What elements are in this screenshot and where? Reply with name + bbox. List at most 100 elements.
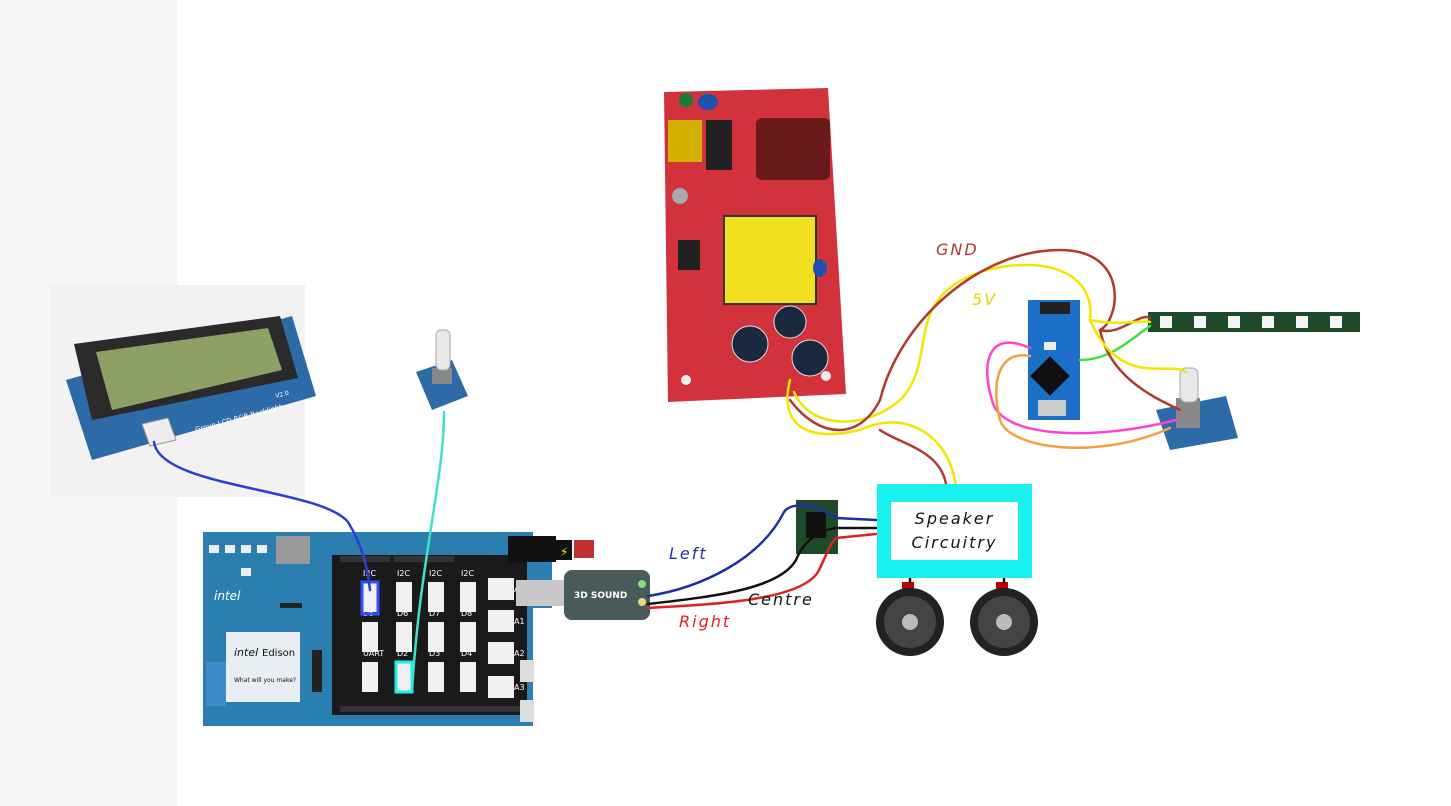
arduino-nano [1028, 300, 1080, 420]
sound-card-body [564, 570, 650, 620]
wire-gnd-to-nano [788, 248, 1116, 432]
led-pixel [1330, 316, 1342, 328]
wire-rotary-power [995, 353, 1172, 449]
grove-port [460, 662, 476, 692]
led-strip-leds [1160, 316, 1342, 328]
grove-port [362, 662, 378, 692]
edison-module [226, 632, 300, 702]
grove-port-label: I2C [429, 569, 442, 578]
psu-x-capacitor [668, 120, 702, 162]
rotary-left-knob [435, 329, 451, 371]
speaker-right [970, 582, 1038, 656]
label-gnd: GND [936, 240, 979, 259]
wire-5v-rotary [1088, 318, 1188, 374]
wire-5v-strip [1088, 318, 1152, 324]
grove-port-label: D7 [429, 609, 440, 618]
wires [152, 248, 1188, 692]
power-bolt-icon: ⚡ [560, 545, 568, 559]
wire-gnd-psu [878, 428, 948, 486]
grove-port [362, 622, 378, 652]
wire-gnd-rotary [1098, 328, 1182, 412]
sound-card-out-jack [638, 598, 646, 606]
grove-port [396, 662, 412, 692]
label-centre: Centre [748, 590, 814, 609]
psu-output-cap-2 [773, 305, 807, 339]
speaker-circuitry-label: Speaker Circuitry [891, 502, 1018, 560]
grove-port-label: D2 [397, 649, 408, 658]
sound-card-mic-jack [638, 580, 646, 588]
dc-barrel-red [574, 540, 594, 558]
grove-analog-port-label: A2 [514, 649, 525, 658]
grove-analog-port [488, 676, 514, 698]
psu-cap-green [679, 93, 693, 107]
grove-port [428, 582, 444, 612]
rotary-angle-sensor-left [416, 329, 468, 410]
edison-module-tab [206, 662, 226, 706]
psu-mount-hole-2 [821, 371, 831, 381]
led-pixel [1160, 316, 1172, 328]
grove-port [362, 582, 378, 612]
usb-plug [516, 580, 564, 606]
wire-jack-right [834, 532, 878, 540]
edison-module-name: Edison [262, 648, 295, 659]
grove-port [428, 622, 444, 652]
led-strip [1148, 312, 1360, 332]
led-pixel [1262, 316, 1274, 328]
shield-header-bottom [340, 706, 520, 712]
rotary-left-pcb [416, 360, 468, 410]
psu-cap-grey [672, 188, 688, 204]
wire-data-strip [1078, 324, 1152, 362]
speaker-circuitry-box: Speaker Circuitry [877, 484, 1032, 578]
label-left: Left [669, 544, 708, 563]
edison-header-small [280, 603, 302, 608]
edison-power-tip [556, 540, 572, 560]
label-5v: 5V [972, 290, 998, 309]
psu-common-mode-choke [706, 120, 732, 170]
nano-usb-port [1038, 400, 1066, 416]
led-pixel [1228, 316, 1240, 328]
grove-port [428, 662, 444, 692]
grove-analog-port-label: A1 [514, 617, 525, 626]
grove-port-label: D6 [397, 609, 408, 618]
shield-header-top-right [394, 556, 454, 562]
speaker-left-terminal [902, 582, 914, 592]
edison-brand: intel [214, 589, 241, 603]
psu-cap-blue-1 [698, 94, 718, 110]
led-strip-pcb [1148, 312, 1360, 332]
lcd-grove-connector [141, 417, 177, 447]
edison-side-header [312, 650, 322, 692]
wire-centre [646, 526, 838, 606]
wire-left [646, 504, 838, 598]
led-pixel [1194, 316, 1206, 328]
usb-sound-card: 3D SOUND [516, 570, 650, 620]
grove-port-label: D4 [461, 649, 472, 658]
psu-output-cap-3 [791, 339, 829, 377]
wire-rotary-d2 [410, 410, 446, 692]
edison-usb-ports [520, 660, 534, 722]
psu-output-cap-1 [731, 325, 769, 363]
nano-icsp-header [1040, 302, 1070, 314]
edison-module-tagline: What will you make? [234, 677, 296, 684]
grove-port-label: D3 [429, 649, 440, 658]
speaker-left [876, 582, 944, 656]
speaker-left-dustcap [902, 614, 918, 630]
sound-card-label: 3D SOUND [574, 591, 627, 601]
shield-grove-ports: I2CI2CI2CI2CD5D6D7D8UARTD2D3D4A0A1A2A3 [362, 569, 525, 698]
psu-ic [678, 240, 700, 270]
lcd-silk-version: V2.0 [275, 390, 290, 400]
grove-port [460, 582, 476, 612]
grove-lcd-module: Grove-LCD RGB Backlight V2.0 [66, 316, 316, 460]
rotary-left-base [432, 368, 452, 384]
rotary-angle-sensor-right [1156, 367, 1238, 450]
wire-rotary-signal [986, 341, 1178, 435]
grove-port-label: UART [363, 649, 384, 658]
grove-port [396, 622, 412, 652]
wire-5v-to-nano [792, 263, 1092, 423]
grove-analog-port [488, 578, 514, 600]
wire-lcd-i2c [152, 440, 372, 592]
edison-power-jack [508, 536, 556, 562]
grove-analog-port-label: A3 [514, 683, 525, 692]
grove-port-label: I2C [461, 569, 474, 578]
